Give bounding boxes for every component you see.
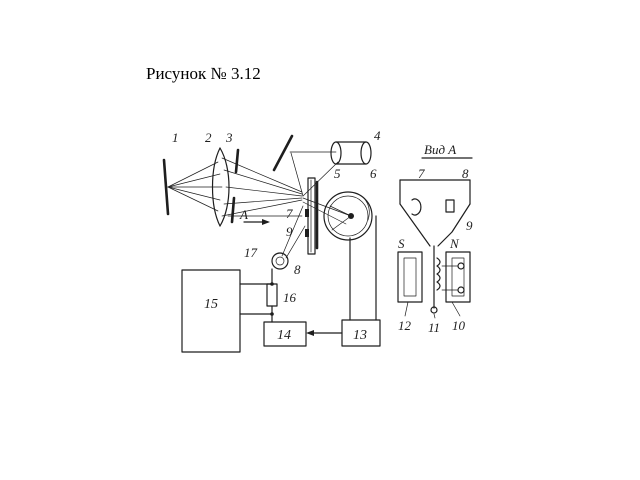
resistor-16: [239, 268, 278, 323]
diaphragm-3: [230, 148, 240, 224]
lens-2: [211, 147, 230, 227]
label-11: 11: [428, 320, 440, 335]
beam-a: [227, 215, 303, 225]
label-13: 13: [353, 328, 367, 343]
label-2: 2: [205, 130, 212, 145]
label-8: 8: [294, 262, 301, 277]
label-view-8: 8: [462, 166, 469, 181]
label-arrow-a: A: [239, 207, 248, 222]
reflected-rays: [281, 205, 306, 259]
label-5: 5: [334, 166, 341, 181]
motor-drum-6: [302, 191, 373, 241]
photocell-17: [271, 252, 289, 270]
label-3: 3: [225, 130, 233, 145]
figure-caption: Рисунок № 3.12: [146, 64, 261, 83]
label-10: 10: [452, 318, 466, 333]
label-pole-s: S: [398, 236, 405, 251]
label-view-a: Вид А: [424, 142, 456, 157]
modulator-disc-5: [305, 177, 319, 255]
block-15: [181, 269, 241, 353]
label-4: 4: [374, 128, 381, 143]
label-view-7: 7: [418, 166, 425, 181]
label-14: 14: [277, 328, 291, 343]
label-view-9: 9: [466, 218, 473, 233]
diagram-labels: 1 2 3 4 5 6 7 9 8 17 15 16 14 13 A Вид А…: [172, 128, 473, 343]
label-9: 9: [286, 224, 293, 239]
block-14: [263, 321, 307, 347]
label-6: 6: [370, 166, 377, 181]
detector-4: [272, 134, 372, 197]
mirror-1: [162, 158, 170, 216]
label-pole-n: N: [449, 236, 460, 251]
label-16: 16: [283, 290, 297, 305]
label-17: 17: [244, 245, 258, 260]
label-15: 15: [204, 297, 218, 312]
label-1: 1: [172, 130, 179, 145]
converging-rays: [221, 157, 303, 217]
label-12: 12: [398, 318, 412, 333]
wiring: [306, 215, 377, 336]
label-7: 7: [286, 206, 293, 221]
view-a-inset: [397, 157, 473, 319]
